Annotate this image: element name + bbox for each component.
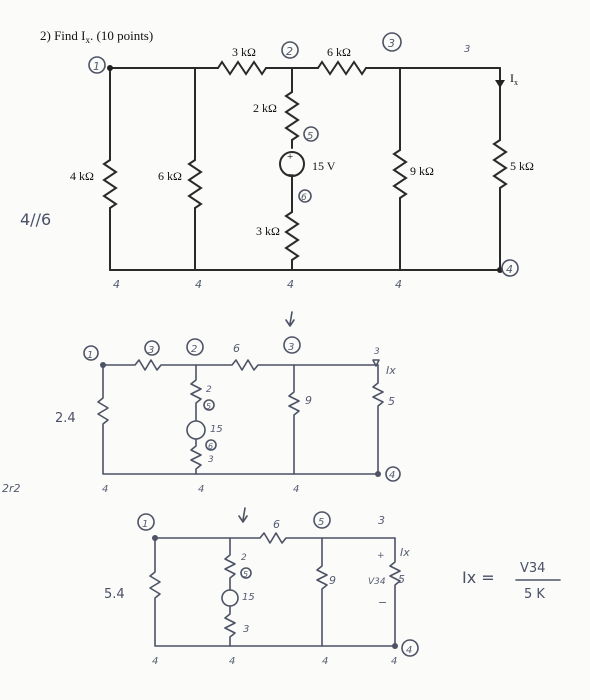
top-node-small: 3 — [464, 44, 470, 55]
svg-text:5.4: 5.4 — [104, 587, 125, 602]
svg-text:15: 15 — [210, 424, 223, 435]
resistor-6k-left — [187, 159, 203, 209]
svg-text:6: 6 — [233, 342, 240, 355]
svg-text:4: 4 — [322, 656, 328, 667]
svg-text:4: 4 — [152, 656, 158, 667]
svg-text:+: + — [377, 551, 385, 561]
label-3k-bottom: 3 kΩ — [256, 224, 280, 238]
label-ix: Ix — [510, 71, 518, 87]
svg-text:3: 3 — [288, 342, 294, 353]
handwritten-step-2: 1 3 2 6 3 3 2.4 2 5 15 6 3 9 5 Ix 4 4 4 … — [55, 311, 401, 495]
answer-numerator: V34 — [520, 561, 545, 576]
combine-note: 4//6 — [20, 210, 51, 229]
node-mark-4: 4 — [506, 263, 513, 276]
svg-text:Ix: Ix — [386, 364, 396, 377]
svg-text:9: 9 — [329, 574, 336, 587]
printed-circuit: 3 kΩ 6 kΩ 2 kΩ 4 kΩ 6 kΩ 9 kΩ 5 kΩ 3 kΩ … — [70, 45, 534, 273]
svg-text:3: 3 — [374, 347, 380, 357]
svg-text:4: 4 — [389, 470, 395, 481]
svg-text:9: 9 — [305, 394, 312, 407]
label-6k-top: 6 kΩ — [327, 45, 351, 59]
svg-text:2: 2 — [191, 344, 197, 355]
node-mark-6: 6 — [301, 193, 307, 203]
label-2k: 2 kΩ — [253, 101, 277, 115]
node-mark-5: 5 — [307, 131, 313, 142]
svg-text:4: 4 — [391, 656, 397, 667]
svg-text:5: 5 — [318, 517, 324, 528]
svg-text:V34: V34 — [368, 577, 386, 587]
svg-text:4: 4 — [293, 484, 299, 495]
label-9k: 9 kΩ — [410, 164, 434, 178]
svg-text:2.4: 2.4 — [55, 411, 76, 426]
svg-text:4: 4 — [406, 645, 412, 656]
bottom-label: 4 — [113, 278, 120, 291]
resistor-2k — [284, 91, 300, 141]
svg-text:6: 6 — [208, 442, 213, 451]
svg-text:Ix: Ix — [400, 546, 410, 559]
svg-text:2: 2 — [241, 553, 247, 563]
svg-text:1: 1 — [142, 519, 148, 530]
svg-text:5: 5 — [243, 570, 248, 579]
handwritten-node-marks: 1 2 3 5 6 4 3 4//6 4 4 4 4 — [20, 32, 519, 291]
current-arrow-icon — [495, 80, 505, 88]
answer-lhs: Ix = — [462, 568, 495, 587]
svg-text:4: 4 — [229, 656, 235, 667]
svg-text:3: 3 — [243, 624, 249, 635]
svg-text:2: 2 — [206, 385, 212, 395]
svg-text:4: 4 — [102, 484, 108, 495]
label-3k: 3 kΩ — [232, 45, 256, 59]
margin-mark: 2r2 — [2, 482, 21, 495]
svg-text:6: 6 — [273, 518, 280, 531]
svg-text:4: 4 — [198, 484, 204, 495]
svg-text:3: 3 — [378, 514, 385, 527]
svg-text:15: 15 — [242, 592, 255, 603]
node-mark-1: 1 — [93, 60, 100, 73]
answer-formula: Ix = V34 5 K — [462, 561, 561, 602]
resistor-3k — [217, 60, 267, 76]
svg-text:3: 3 — [208, 455, 214, 465]
resistor-6k-top — [317, 60, 367, 76]
label-6k-left: 6 kΩ — [158, 169, 182, 183]
bottom-label: 4 — [287, 278, 294, 291]
svg-text:3: 3 — [148, 345, 154, 356]
svg-text:5: 5 — [388, 395, 395, 408]
resistor-9k — [392, 149, 408, 199]
label-4k: 4 kΩ — [70, 169, 94, 183]
handwritten-step-3: 1 5.4 6 5 3 2 5 15 3 9 5 V34 Ix + − 4 4 … — [104, 507, 419, 667]
svg-text:5: 5 — [206, 402, 211, 411]
label-15v: 15 V — [312, 159, 336, 173]
svg-text:5: 5 — [398, 573, 405, 586]
svg-text:−: − — [378, 596, 387, 609]
node-dot — [107, 65, 113, 71]
bottom-label: 4 — [195, 278, 202, 291]
bottom-label: 4 — [395, 278, 402, 291]
source-minus: − — [288, 169, 294, 181]
resistor-5k — [492, 139, 508, 189]
node-mark-3: 3 — [388, 37, 395, 50]
svg-text:1: 1 — [87, 350, 93, 361]
label-5k: 5 kΩ — [510, 159, 534, 173]
problem-heading: 2) Find Ix. (10 points) — [40, 28, 153, 45]
resistor-4k — [102, 159, 118, 209]
answer-denominator: 5 K — [524, 587, 545, 602]
source-plus: + — [287, 151, 293, 163]
resistor-3k-bottom — [284, 211, 300, 261]
node-mark-2: 2 — [286, 45, 293, 58]
